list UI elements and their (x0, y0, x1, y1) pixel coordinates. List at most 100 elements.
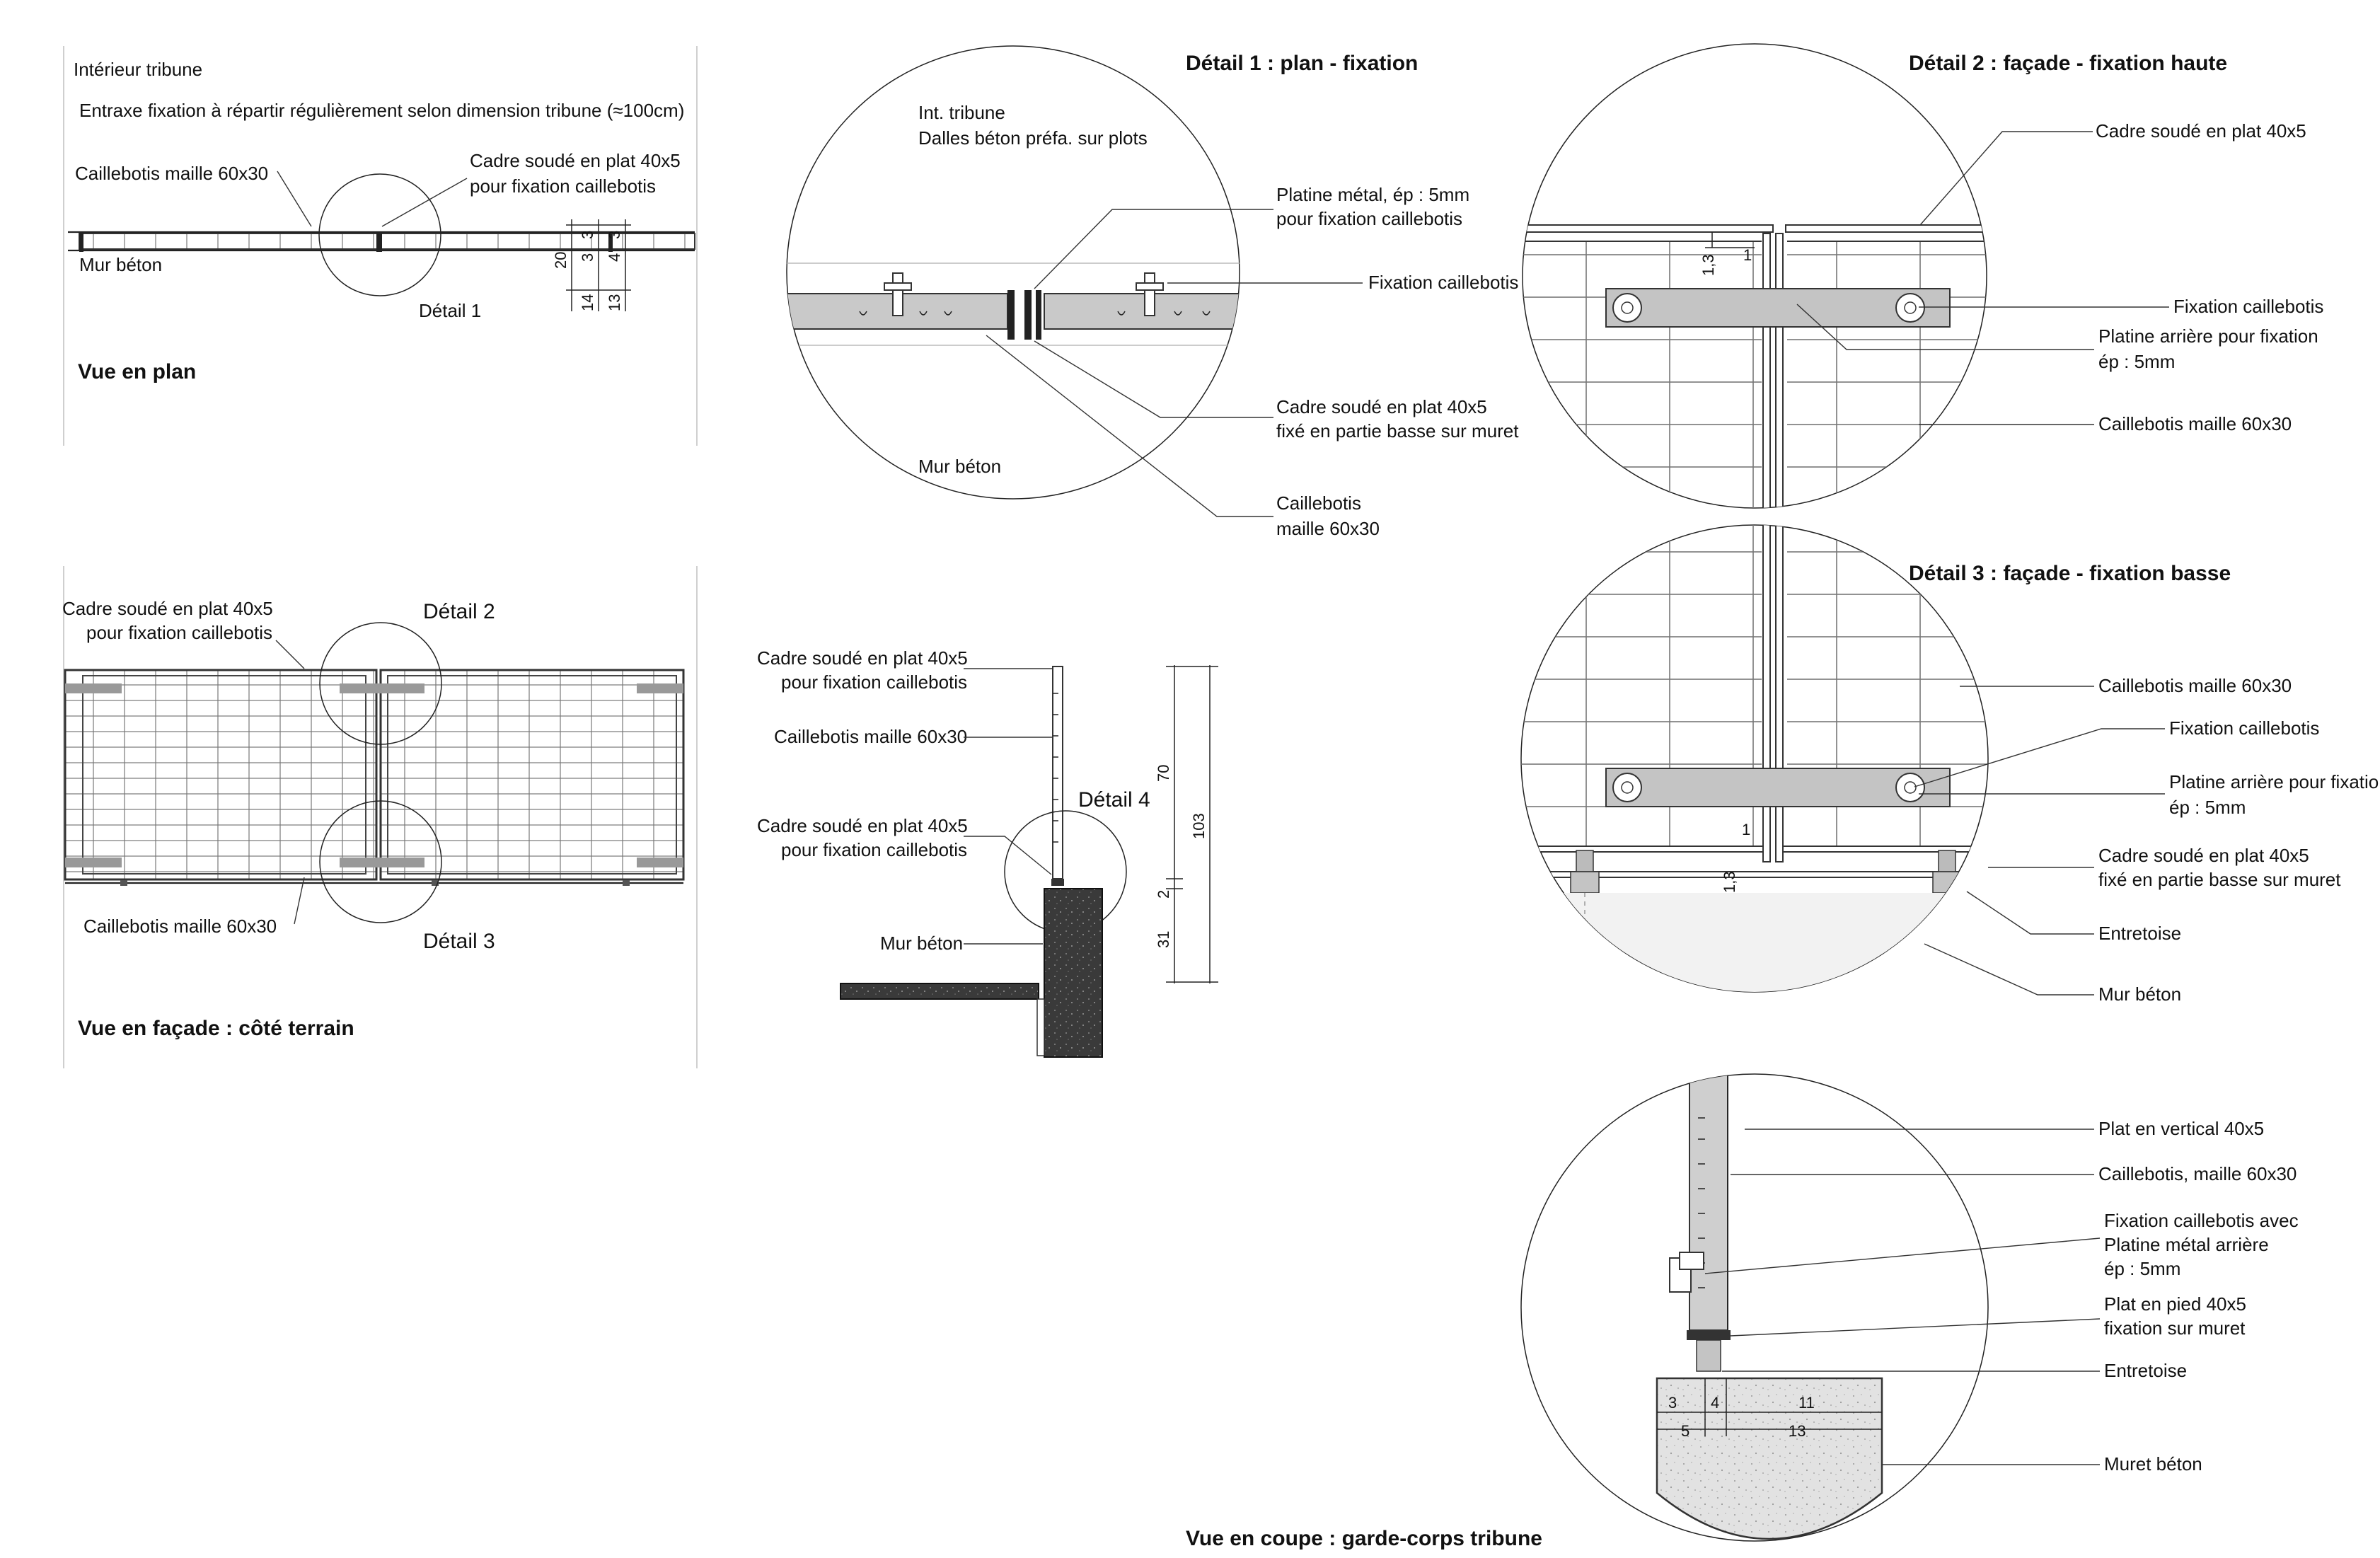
svg-text:11: 11 (1798, 1394, 1815, 1412)
detail1-cadre-label-2: fixé en partie basse sur muret (1276, 420, 1519, 442)
svg-text:14: 14 (579, 294, 596, 311)
svg-text:3: 3 (579, 253, 596, 262)
coupe-pied-label-1: Plat en pied 40x5 (2104, 1293, 2246, 1315)
coupe-vertical-plate (1689, 1074, 1728, 1331)
svg-text:5: 5 (1681, 1422, 1689, 1440)
detail1-title: Détail 1 : plan - fixation (1186, 52, 1418, 75)
plan-detail1-label: Détail 1 (419, 300, 481, 321)
svg-text:103: 103 (1190, 813, 1208, 839)
facade-panel-right (379, 669, 685, 881)
coupe-view-title: Vue en coupe : garde-corps tribune (1186, 1527, 1542, 1550)
detail3-cadre-label-2: fixé en partie basse sur muret (2098, 869, 2341, 890)
detail3-mur-label: Mur béton (2098, 983, 2181, 1005)
coupe-fixation-label-3: ép : 5mm (2104, 1258, 2180, 1279)
section-slab (840, 983, 1039, 1000)
coupe-caillebotis-label: Caillebotis, maille 60x30 (2098, 1163, 2297, 1184)
plan-dimensions: 20 3 3 3 4 14 13 (552, 219, 631, 311)
section-dimensions: 70 103 2 31 (1155, 665, 1218, 983)
svg-text:4: 4 (1711, 1394, 1719, 1412)
detail3-fixation-label: Fixation caillebotis (2169, 717, 2319, 739)
section-cadre2-label-1: Cadre soudé en plat 40x5 (757, 815, 968, 836)
detail2-caillebotis-label: Caillebotis maille 60x30 (2098, 413, 2292, 434)
plan-caillebotis-label: Caillebotis maille 60x30 (75, 163, 268, 184)
coupe-circle (1520, 1073, 1989, 1542)
detail1-cadre-label-1: Cadre soudé en plat 40x5 (1276, 396, 1487, 417)
detail3-title: Détail 3 : façade - fixation basse (1909, 562, 2231, 585)
detail2-platine-label-1: Platine arrière pour fixation (2098, 325, 2318, 347)
svg-text:3: 3 (579, 231, 596, 239)
detail1-int-label-1: Int. tribune (918, 102, 1005, 123)
plan-view-title: Vue en plan (78, 360, 196, 383)
plan-cadre-label-2: pour fixation caillebotis (470, 175, 656, 197)
section-view: Cadre soudé en plat 40x5 pour fixation c… (757, 647, 1218, 1058)
svg-text:13: 13 (606, 294, 623, 311)
svg-text:3: 3 (606, 231, 623, 239)
detail-1: Détail 1 : plan - fixation Int. tribune … (786, 45, 1519, 539)
detail1-caillebotis-label-1: Caillebotis (1276, 492, 1361, 514)
plan-view: Intérieur tribune Entraxe fixation à rép… (63, 46, 698, 446)
detail3-platine (1605, 768, 1951, 807)
plan-mur-label: Mur béton (79, 254, 162, 275)
section-concrete-wall (1044, 888, 1103, 1058)
facade-cadre-label-2: pour fixation caillebotis (86, 622, 272, 643)
section-cadre1-label-2: pour fixation caillebotis (781, 671, 967, 693)
detail2-title: Détail 2 : façade - fixation haute (1909, 52, 2227, 75)
svg-text:31: 31 (1155, 931, 1172, 948)
svg-text:3: 3 (1668, 1394, 1677, 1412)
coupe-plat-vertical-label: Plat en vertical 40x5 (2098, 1118, 2264, 1139)
coupe-view: 3 4 11 5 13 Plat en vertical 40x5 Caille… (1186, 1073, 2299, 1550)
detail3-platine-label-1: Platine arrière pour fixation (2169, 771, 2380, 792)
detail-3: Détail 3 : façade - fixation basse 1 1,3 (1520, 524, 2380, 1005)
coupe-fixation-label-1: Fixation caillebotis avec (2104, 1210, 2299, 1231)
svg-text:4: 4 (606, 253, 623, 262)
coupe-muret-label: Muret béton (2104, 1453, 2202, 1475)
coupe-muret (1656, 1377, 1883, 1540)
plan-entraxe-label: Entraxe fixation à répartir régulièremen… (79, 100, 684, 121)
plan-cadre-label-1: Cadre soudé en plat 40x5 (470, 150, 681, 171)
detail1-circle (786, 45, 1240, 500)
section-detail4-label: Détail 4 (1078, 788, 1150, 812)
section-caillebotis-label: Caillebotis maille 60x30 (774, 726, 967, 747)
facade-view-title: Vue en façade : côté terrain (78, 1017, 354, 1040)
svg-text:1,3: 1,3 (1699, 254, 1717, 276)
detail2-cadre-label: Cadre soudé en plat 40x5 (2096, 120, 2306, 142)
detail1-int-label-2: Dalles béton préfa. sur plots (918, 127, 1148, 149)
detail1-caillebotis-label-2: maille 60x30 (1276, 518, 1380, 539)
svg-text:2: 2 (1155, 890, 1172, 899)
svg-text:70: 70 (1155, 765, 1172, 782)
detail3-cadre-label-1: Cadre soudé en plat 40x5 (2098, 845, 2309, 866)
facade-detail2-label: Détail 2 (423, 600, 495, 623)
detail2-platine (1605, 288, 1951, 328)
detail2-fixation-label: Fixation caillebotis (2173, 296, 2323, 317)
detail1-mur-label: Mur béton (918, 456, 1001, 477)
coupe-pied-label-2: fixation sur muret (2104, 1317, 2246, 1339)
facade-detail3-label: Détail 3 (423, 930, 495, 953)
detail3-platine-label-2: ép : 5mm (2169, 797, 2246, 818)
detail-2-callout-circle (319, 622, 442, 745)
svg-text:1: 1 (1742, 821, 1750, 838)
section-mur-label: Mur béton (880, 933, 963, 954)
facade-panel-left (64, 669, 378, 881)
section-cadre1-label-1: Cadre soudé en plat 40x5 (757, 647, 968, 669)
plan-interieur-label: Intérieur tribune (74, 59, 202, 80)
svg-text:1,3: 1,3 (1721, 871, 1738, 893)
facade-caillebotis-label: Caillebotis maille 60x30 (83, 916, 277, 937)
detail1-platine-label-1: Platine métal, ép : 5mm (1276, 184, 1469, 205)
coupe-fixation-label-2: Platine métal arrière (2104, 1234, 2269, 1255)
detail1-fixation-label: Fixation caillebotis (1368, 272, 1518, 293)
svg-text:13: 13 (1789, 1422, 1806, 1440)
detail-2: Détail 2 : façade - fixation haute 1,3 1… (1522, 43, 2323, 509)
svg-text:1: 1 (1743, 246, 1752, 264)
detail-3-callout-circle (319, 800, 442, 923)
svg-text:20: 20 (552, 252, 570, 269)
section-cadre2-label-2: pour fixation caillebotis (781, 839, 967, 860)
detail2-platine-label-2: ép : 5mm (2098, 351, 2175, 372)
detail3-entretoise-label: Entretoise (2098, 923, 2181, 944)
detail1-slab-right (1044, 293, 1240, 330)
coupe-entretoise-label: Entretoise (2104, 1360, 2187, 1381)
facade-view: Cadre soudé en plat 40x5 pour fixation c… (62, 566, 698, 1068)
detail1-platine-label-2: pour fixation caillebotis (1276, 208, 1462, 229)
detail-1-callout-circle (318, 173, 441, 296)
plan-grating-strip (79, 233, 695, 250)
